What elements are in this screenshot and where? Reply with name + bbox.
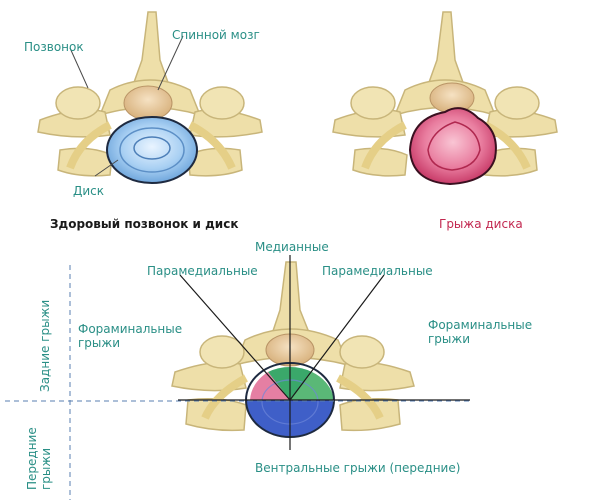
axis-label-anterior: Передние грыжи [25,427,53,490]
paramedial-right-line [289,274,385,401]
leader-disc [94,159,119,177]
label-foraminal-left: Фораминальные грыжи [78,322,183,350]
label-median: Медианные [255,240,329,254]
leader-spinal-cord [157,35,184,91]
caption-healthy: Здоровый позвонок и диск [50,217,239,231]
healthy-vertebra [37,11,263,184]
label-vertebra: Позвонок [24,40,84,54]
axis-label-posterior: Задние грыжи [38,299,52,392]
label-disc: Диск [73,184,105,198]
label-ventral: Вентральные грыжи (передние) [255,461,461,475]
paramedial-left-line [179,274,291,401]
label-paramedial-left: Парамедиальные [147,264,258,278]
zone-paramedial-right [290,372,334,400]
caption-herniated: Грыжа диска [439,217,523,231]
classification-vertebra [171,261,415,438]
herniated-vertebra [332,11,558,186]
label-spinal-cord: Спинной мозг [172,28,260,42]
label-paramedial-right: Парамедиальные [322,264,433,278]
leader-vertebra [69,47,89,89]
label-foraminal-right: Фораминальные грыжи [428,318,533,346]
